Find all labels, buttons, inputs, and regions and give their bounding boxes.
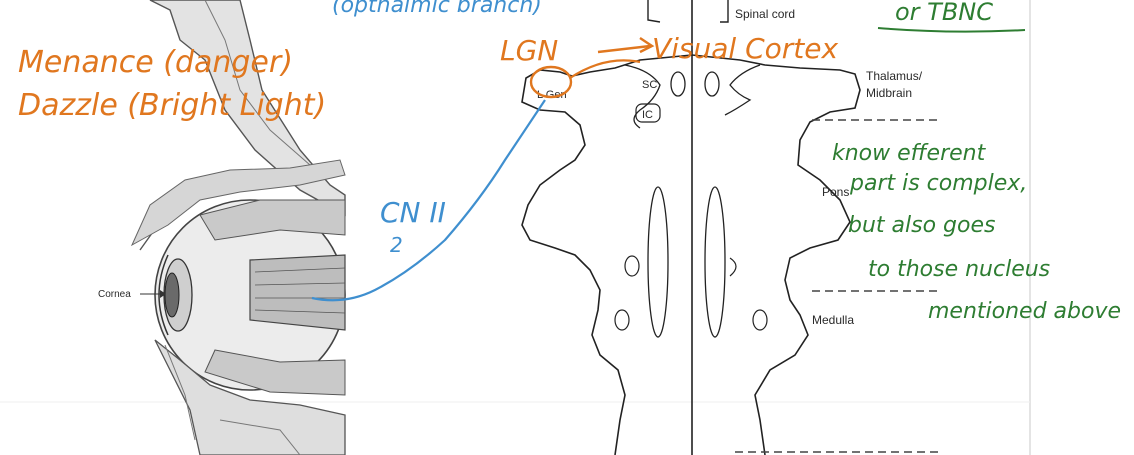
- ic-label: IC: [642, 109, 653, 121]
- lgn-note: LGN: [500, 34, 558, 67]
- visual-cortex-note: Visual Cortex: [652, 32, 839, 65]
- spinal-cord-outline-right: [720, 0, 729, 23]
- tbnc-note: or TBNC: [895, 0, 993, 26]
- efferent-note-line-5: mentioned above: [928, 299, 1121, 324]
- sc-left-nucleus: [670, 71, 686, 97]
- efferent-note-line-4: to those nucleus: [868, 257, 1050, 282]
- muscle-fiber: [254, 282, 346, 286]
- inferior-muscle: [204, 349, 346, 396]
- lgn-circle: [529, 65, 573, 99]
- nucleus-right-lower: [752, 309, 768, 331]
- pons-tract-right: [704, 186, 726, 338]
- colliculus-left: [624, 64, 661, 129]
- cornea-pointer-head: [160, 290, 166, 298]
- cn2-note: CN II: [380, 196, 446, 229]
- brainstem-right-outline: [691, 54, 861, 455]
- brainstem-diagram: Spinal cord SC IC L Gen Thalamus/ Midbra…: [521, 0, 942, 455]
- orbit-floor: [154, 339, 346, 455]
- ic-box: [635, 103, 661, 123]
- optic-nerve-path: [311, 99, 546, 302]
- brainstem-left-outline: [521, 54, 693, 455]
- pons-label: Pons: [822, 185, 849, 199]
- midbrain-label: Midbrain: [866, 86, 912, 100]
- medulla-label: Medulla: [812, 313, 854, 327]
- efferent-note-line-2: part is complex,: [849, 171, 1027, 196]
- muscle-fiber: [254, 267, 346, 273]
- orbit-roof-inner: [204, 0, 311, 166]
- sc-label: SC: [642, 79, 657, 91]
- efferent-note-line-3: but also goes: [848, 213, 995, 238]
- nucleus-right-upper: [729, 257, 737, 277]
- colliculus-right: [724, 64, 761, 116]
- muscle-bundle: [249, 254, 346, 331]
- spinal-cord-outline-left: [647, 0, 661, 23]
- eye-illustration: Cornea: [98, 0, 346, 455]
- cornea-curve: [158, 254, 169, 336]
- orbit-floor-line: [219, 419, 301, 455]
- lgn-to-cortex-arrowhead: [639, 37, 655, 54]
- thalamus-label: Thalamus/: [866, 69, 923, 83]
- sc-right-nucleus: [704, 71, 720, 97]
- tbnc-underline: [877, 27, 1026, 33]
- dazzle-note: Dazzle (Bright Light): [18, 88, 326, 123]
- upper-lid-fat: [130, 159, 346, 247]
- cn2-subnote: 2: [390, 233, 403, 257]
- iris: [164, 272, 180, 318]
- nucleus-left-lower: [614, 309, 630, 331]
- orbit-floor-line: [164, 344, 196, 441]
- efferent-note-line-1: know efferent: [832, 141, 987, 166]
- spinal-cord-label: Spinal cord: [735, 7, 795, 21]
- superior-muscle: [199, 199, 346, 241]
- muscle-fiber: [254, 309, 346, 314]
- menance-note: Menance (danger): [18, 45, 293, 80]
- nucleus-left-upper: [624, 255, 640, 277]
- lgen-label: L Gen: [537, 89, 567, 101]
- lgn-arc: [569, 59, 641, 79]
- ophthalmic-branch-note: (opthalmic branch): [332, 0, 542, 18]
- lgn-to-cortex-arrow: [597, 44, 651, 54]
- cornea-label: Cornea: [98, 289, 131, 300]
- pons-tract-left: [647, 186, 669, 338]
